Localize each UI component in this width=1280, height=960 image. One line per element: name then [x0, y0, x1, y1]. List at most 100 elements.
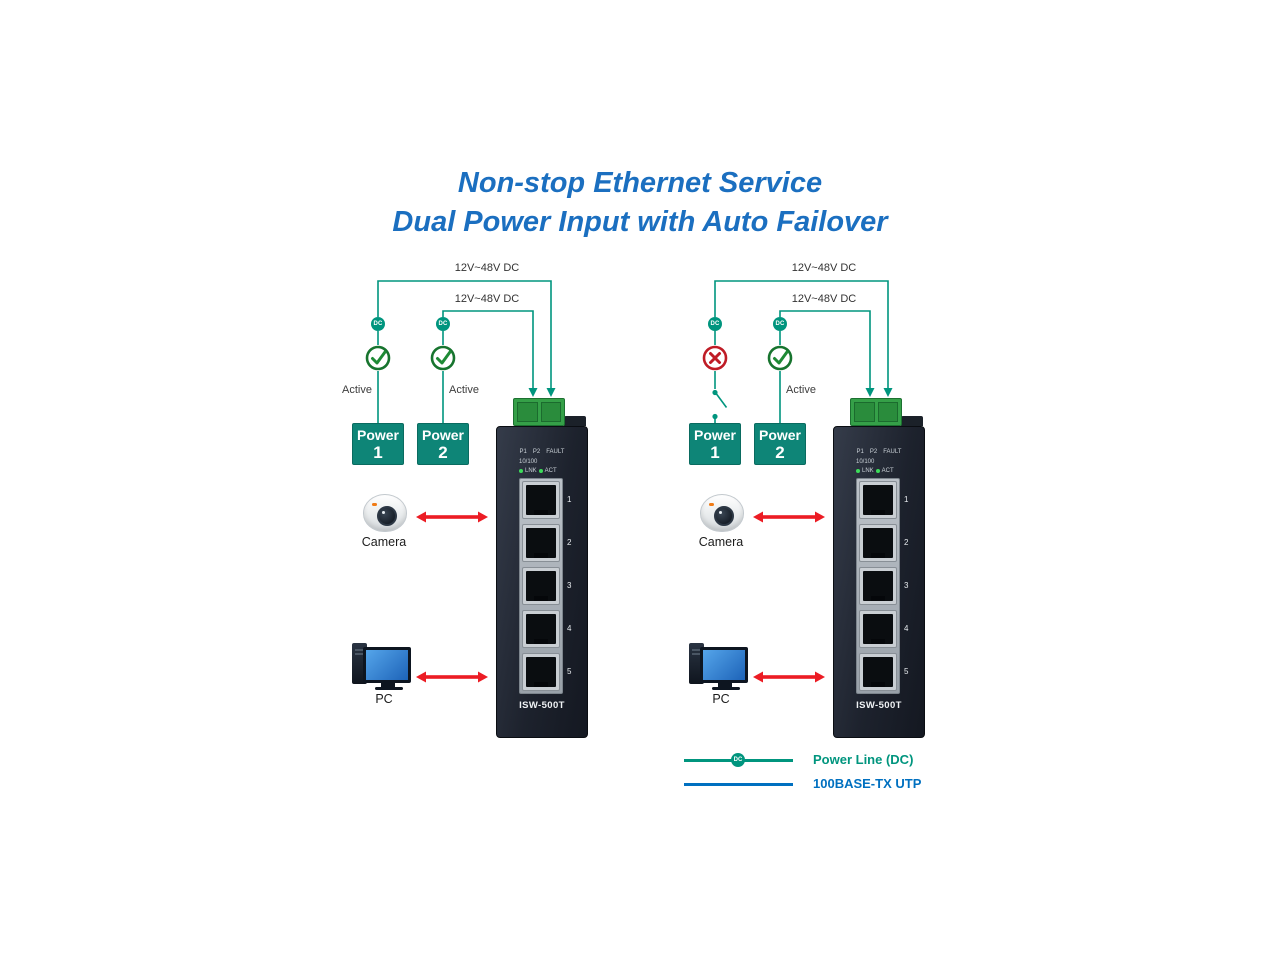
- power1-number: 1: [710, 443, 720, 462]
- port-number: 3: [567, 581, 572, 590]
- power1-ok-check-icon: [365, 345, 391, 371]
- utp-line-sample: [684, 783, 793, 786]
- dc-badge: DC: [731, 753, 745, 767]
- speed-label: 10/100: [519, 459, 538, 465]
- pc-screen: [366, 650, 408, 680]
- dc-badge: DC: [708, 317, 722, 331]
- power-wire-arrowheads: [865, 388, 893, 397]
- power2-number: 2: [775, 443, 785, 462]
- legend: DC Power Line (DC) 100BASE-TX UTP: [684, 748, 964, 803]
- camera-label: Camera: [698, 535, 744, 549]
- power2-number: 2: [438, 443, 448, 462]
- power2-word: Power: [421, 427, 464, 443]
- port-number: 5: [904, 667, 909, 676]
- port-number: 2: [567, 538, 572, 547]
- rj45-port-1: [859, 481, 897, 519]
- camera-logo: [709, 503, 714, 506]
- speed-label: 10/100: [856, 459, 875, 465]
- power2-ok-check-icon: [430, 345, 456, 371]
- scenario-dual-active: 12V~48V DC 12V~48V DC DC DC Active Activ…: [340, 260, 600, 760]
- power-wires: [714, 280, 889, 423]
- voltage-label-outer: 12V~48V DC: [791, 262, 857, 274]
- camera-logo: [372, 503, 377, 506]
- lnk-led: [856, 469, 860, 473]
- power1-box: Power 1: [352, 423, 404, 465]
- camera-dome: [700, 494, 744, 532]
- power-wires: [377, 280, 552, 423]
- power1-box: Power 1: [689, 423, 741, 465]
- port-number: 4: [904, 624, 909, 633]
- port-number: 3: [904, 581, 909, 590]
- wiring-svg: [377, 280, 556, 683]
- act-led: [538, 469, 543, 473]
- power2-ok-check-icon: [767, 345, 793, 371]
- din-mount-tab: [901, 416, 923, 426]
- camera-link-arrow: [416, 511, 488, 523]
- power2-box: Power 2: [754, 423, 806, 465]
- port-number: 1: [567, 495, 572, 504]
- pc-monitor: [363, 647, 411, 683]
- scenario-failover: 12V~48V DC 12V~48V DC DC DC Active Power…: [677, 260, 937, 760]
- power-terminal-block: [850, 398, 902, 426]
- lnk-led: [519, 469, 523, 473]
- pc-link-arrow: [416, 671, 488, 683]
- pc-monitor: [700, 647, 748, 683]
- power1-failed-x-icon: [702, 345, 728, 371]
- legend-power-line-label: Power Line (DC): [813, 752, 914, 767]
- power2-active-label: Active: [786, 384, 816, 396]
- rj45-port-4: [522, 610, 560, 648]
- rj45-port-2: [522, 524, 560, 562]
- din-mount-tab: [564, 416, 586, 426]
- lnk-act-row: LNK ACT: [856, 468, 894, 474]
- act-led: [875, 469, 880, 473]
- camera-lens-glint: [382, 511, 385, 514]
- power2-word: Power: [758, 427, 801, 443]
- power1-word: Power: [356, 427, 399, 443]
- switch-model-label: ISW-500T: [519, 700, 565, 711]
- open-switch-contacts: [712, 389, 718, 420]
- pc-label: PC: [375, 692, 393, 706]
- dc-badge: DC: [371, 317, 385, 331]
- power-wire-arrowheads: [528, 388, 556, 397]
- dc-badge: DC: [773, 317, 787, 331]
- legend-utp-label: 100BASE-TX UTP: [813, 776, 922, 791]
- wiring-svg: [712, 280, 893, 683]
- port-number: 5: [567, 667, 572, 676]
- power1-number: 1: [373, 443, 383, 462]
- camera-dome: [363, 494, 407, 532]
- port-number: 4: [567, 624, 572, 633]
- dc-badge: DC: [436, 317, 450, 331]
- port-number: 1: [904, 495, 909, 504]
- power1-word: Power: [693, 427, 736, 443]
- switch-model-label: ISW-500T: [856, 700, 902, 711]
- camera-link-arrow: [753, 511, 825, 523]
- power2-box: Power 2: [417, 423, 469, 465]
- pc-device: [352, 640, 416, 692]
- voltage-label-inner: 12V~48V DC: [791, 293, 857, 305]
- title-line1: Non-stop Ethernet Service: [457, 167, 823, 199]
- rj45-port-3: [859, 567, 897, 605]
- voltage-label-outer: 12V~48V DC: [454, 262, 520, 274]
- rj45-port-5: [522, 653, 560, 691]
- camera-lens: [714, 506, 734, 526]
- voltage-label-inner: 12V~48V DC: [454, 293, 520, 305]
- power1-active-label: Active: [342, 384, 372, 396]
- rj45-port-1: [522, 481, 560, 519]
- port-number: 2: [904, 538, 909, 547]
- camera-lens: [377, 506, 397, 526]
- power2-active-label: Active: [449, 384, 479, 396]
- camera-lens-glint: [719, 511, 722, 514]
- rj45-port-2: [859, 524, 897, 562]
- camera-label: Camera: [361, 535, 407, 549]
- pc-device: [689, 640, 753, 692]
- port-panel: [519, 478, 563, 694]
- page-title: Non-stop Ethernet Service Dual Power Inp…: [0, 164, 1280, 242]
- camera-device: [360, 492, 408, 532]
- title-line2: Dual Power Input with Auto Failover: [392, 206, 888, 238]
